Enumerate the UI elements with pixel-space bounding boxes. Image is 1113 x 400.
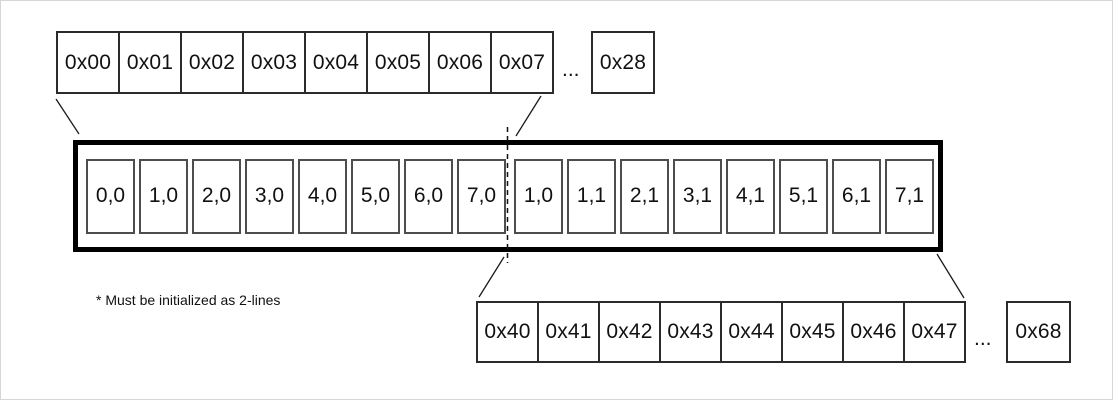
buffer-cell: 0,0 [86,158,135,234]
buffer-cell: 4,0 [298,158,347,234]
address-cell: 0x07 [490,31,554,94]
buffer-cell: 3,1 [673,158,722,234]
address-cell: 0x43 [659,301,722,363]
buffer-cell: 7,1 [885,158,934,234]
top-address-row: 0x00 0x01 0x02 0x03 0x04 0x05 0x06 0x07 … [56,31,655,94]
buffer-cell: 2,0 [192,158,241,234]
buffer-cell: 5,0 [351,158,400,234]
line-buffer-box: 0,0 1,0 2,0 3,0 4,0 5,0 6,0 7,0 1,0 1,1 … [73,140,943,252]
bottom-address-row: 0x40 0x41 0x42 0x43 0x44 0x45 0x46 0x47 … [476,301,1071,363]
address-cell: 0x46 [842,301,905,363]
buffer-cell: 5,1 [779,158,828,234]
address-cell: 0x40 [476,301,539,363]
top-address-boxes: 0x00 0x01 0x02 0x03 0x04 0x05 0x06 0x07 [56,31,554,94]
buffer-cell: 1,0 [139,158,188,234]
buffer-cell: 3,0 [245,158,294,234]
connector-bottom-right [936,253,965,299]
address-cell-tail: 0x28 [591,31,655,94]
connector-top-left [55,98,80,135]
connector-top-right [515,95,542,137]
address-cell: 0x06 [428,31,492,94]
footnote: * Must be initialized as 2-lines [96,292,281,308]
address-cell: 0x03 [242,31,306,94]
address-cell: 0x01 [118,31,182,94]
buffer-cell: 1,1 [567,158,616,234]
address-cell: 0x47 [903,301,966,363]
address-cell: 0x45 [781,301,844,363]
buffer-cell: 7,0 [457,158,506,234]
bottom-address-boxes: 0x40 0x41 0x42 0x43 0x44 0x45 0x46 0x47 [476,301,966,363]
buffer-cell: 1,0 [514,158,563,234]
address-cell: 0x04 [304,31,368,94]
address-cell: 0x05 [366,31,430,94]
address-cell: 0x41 [537,301,600,363]
buffer-cell: 6,1 [832,158,881,234]
address-cell: 0x44 [720,301,783,363]
bottom-row-ellipsis: ... [974,327,992,350]
address-cell: 0x02 [180,31,244,94]
connector-bottom-left [478,256,505,298]
address-cell-tail: 0x68 [1006,301,1071,363]
address-cell: 0x42 [598,301,661,363]
buffer-cell: 2,1 [620,158,669,234]
address-cell: 0x00 [56,31,120,94]
buffer-cell: 6,0 [404,158,453,234]
buffer-cell: 4,1 [726,158,775,234]
top-row-ellipsis: ... [562,58,580,81]
